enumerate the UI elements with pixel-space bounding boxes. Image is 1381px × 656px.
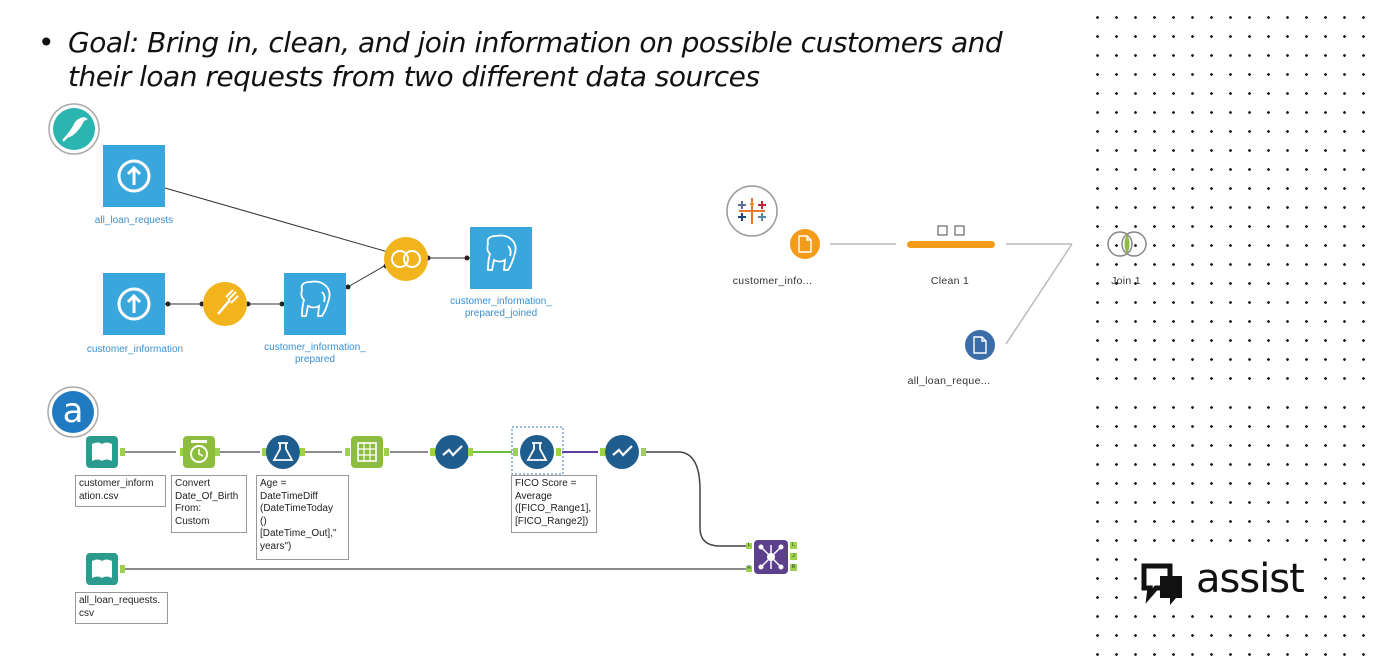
annotation-line: From: bbox=[175, 503, 202, 514]
annotation-input2: all_loan_requests. csv bbox=[75, 592, 168, 624]
annotation-input1: customer_inform ation.csv bbox=[75, 475, 166, 507]
label-joined-1: customer_information_ bbox=[450, 296, 552, 307]
tableau-join-step[interactable] bbox=[1107, 231, 1147, 257]
annotation-line: years") bbox=[260, 540, 292, 552]
alteryx-formula-age[interactable] bbox=[262, 435, 305, 469]
annotation-fico: FICO Score = Average ([FICO_Range1], [FI… bbox=[511, 475, 597, 533]
alteryx-connections bbox=[124, 451, 748, 570]
alteryx-logo bbox=[47, 386, 99, 438]
annotation-line: Convert bbox=[175, 478, 211, 489]
dataiku-connections bbox=[164, 187, 470, 305]
label-customer-information: customer_information bbox=[86, 344, 184, 355]
bird-icon bbox=[62, 117, 88, 142]
annotation-convert: Convert Date_Of_Birth From: Custom bbox=[171, 475, 247, 533]
join-out-right: R bbox=[791, 564, 796, 570]
alteryx-datetime-tool[interactable] bbox=[180, 436, 220, 468]
join-out-left: L bbox=[792, 542, 795, 548]
annotation-age: Age = DateTimeDiff (DateTimeToday () [Da… bbox=[256, 475, 349, 560]
label-prepared-2: prepared bbox=[294, 354, 336, 365]
join-out-join: J bbox=[792, 553, 795, 559]
tableau-clean-step[interactable] bbox=[907, 225, 995, 248]
alteryx-formula-fico[interactable] bbox=[511, 426, 564, 475]
annotation-line: () bbox=[260, 515, 267, 527]
tableau-connections bbox=[830, 243, 1073, 345]
annotation-line: Age = bbox=[260, 478, 287, 489]
annotation-line: [DateTime_Out]," bbox=[260, 528, 337, 539]
label-joined-2: prepared_joined bbox=[464, 308, 538, 319]
alteryx-input-loan-requests[interactable] bbox=[86, 553, 125, 585]
dot-pattern-top bbox=[1088, 8, 1381, 388]
annotation-line: Custom bbox=[175, 515, 210, 527]
annotation-line: [FICO_Range2]) bbox=[515, 515, 589, 527]
upload-node-customer-information[interactable] bbox=[103, 273, 165, 335]
tableau-input-loan-requests[interactable] bbox=[965, 330, 995, 360]
label-tableau-input1: customer_info... bbox=[732, 275, 813, 287]
prepare-recipe-broom[interactable] bbox=[203, 282, 247, 326]
label-tableau-clean: Clean 1 bbox=[930, 275, 970, 287]
tableau-logo bbox=[726, 185, 778, 237]
annotation-line: Average bbox=[515, 490, 553, 502]
alteryx-input-customer-information[interactable] bbox=[86, 436, 125, 468]
join-anchor-left: L bbox=[747, 542, 751, 548]
alteryx-logo-letter: a bbox=[62, 391, 84, 431]
join-anchor-right: R bbox=[747, 565, 751, 571]
annotation-line: (DateTimeToday bbox=[260, 503, 333, 514]
goal-line-2: their loan requests from two different d… bbox=[68, 60, 760, 93]
annotation-line: ([FICO_Range1], bbox=[515, 503, 592, 514]
alteryx-check-tool-1[interactable] bbox=[430, 435, 473, 469]
dataiku-logo bbox=[48, 103, 100, 155]
postgres-dataset-joined[interactable] bbox=[470, 227, 532, 289]
upload-node-all-loan-requests[interactable] bbox=[103, 145, 165, 207]
tableau-icon bbox=[738, 198, 766, 224]
assist-brand-text: assist bbox=[1196, 556, 1305, 602]
annotation-line: DateTimeDiff bbox=[260, 490, 318, 502]
chat-bubbles-icon bbox=[1138, 556, 1323, 606]
annotation-line: FICO Score = bbox=[515, 478, 577, 489]
label-tableau-join: Join 1 bbox=[1111, 275, 1141, 287]
alteryx-join-tool[interactable] bbox=[746, 540, 797, 574]
goal-line-1: Goal: Bring in, clean, and join informat… bbox=[68, 26, 1003, 59]
alteryx-check-tool-2[interactable] bbox=[600, 435, 646, 469]
annotation-line: customer_inform bbox=[79, 478, 154, 489]
alteryx-select-tool[interactable] bbox=[345, 436, 389, 468]
label-tableau-input2: all_loan_reque... bbox=[907, 375, 991, 387]
bullet: • bbox=[38, 26, 55, 59]
goal-statement: • Goal: Bring in, clean, and join inform… bbox=[38, 26, 1038, 94]
elephant-icon bbox=[300, 280, 331, 317]
annotation-line: ation.csv bbox=[79, 490, 119, 502]
label-all-loan-requests: all_loan_requests bbox=[94, 215, 174, 226]
dot-pattern-bottom bbox=[1088, 398, 1381, 656]
annotation-line: all_loan_requests. bbox=[79, 595, 161, 606]
label-prepared-1: customer_information_ bbox=[264, 342, 366, 353]
annotation-line: csv bbox=[79, 607, 94, 619]
annotation-line: Date_Of_Birth bbox=[175, 490, 239, 502]
join-recipe[interactable] bbox=[384, 237, 428, 281]
postgres-dataset-prepared[interactable] bbox=[284, 273, 346, 335]
tableau-input-customer-info[interactable] bbox=[790, 229, 820, 259]
